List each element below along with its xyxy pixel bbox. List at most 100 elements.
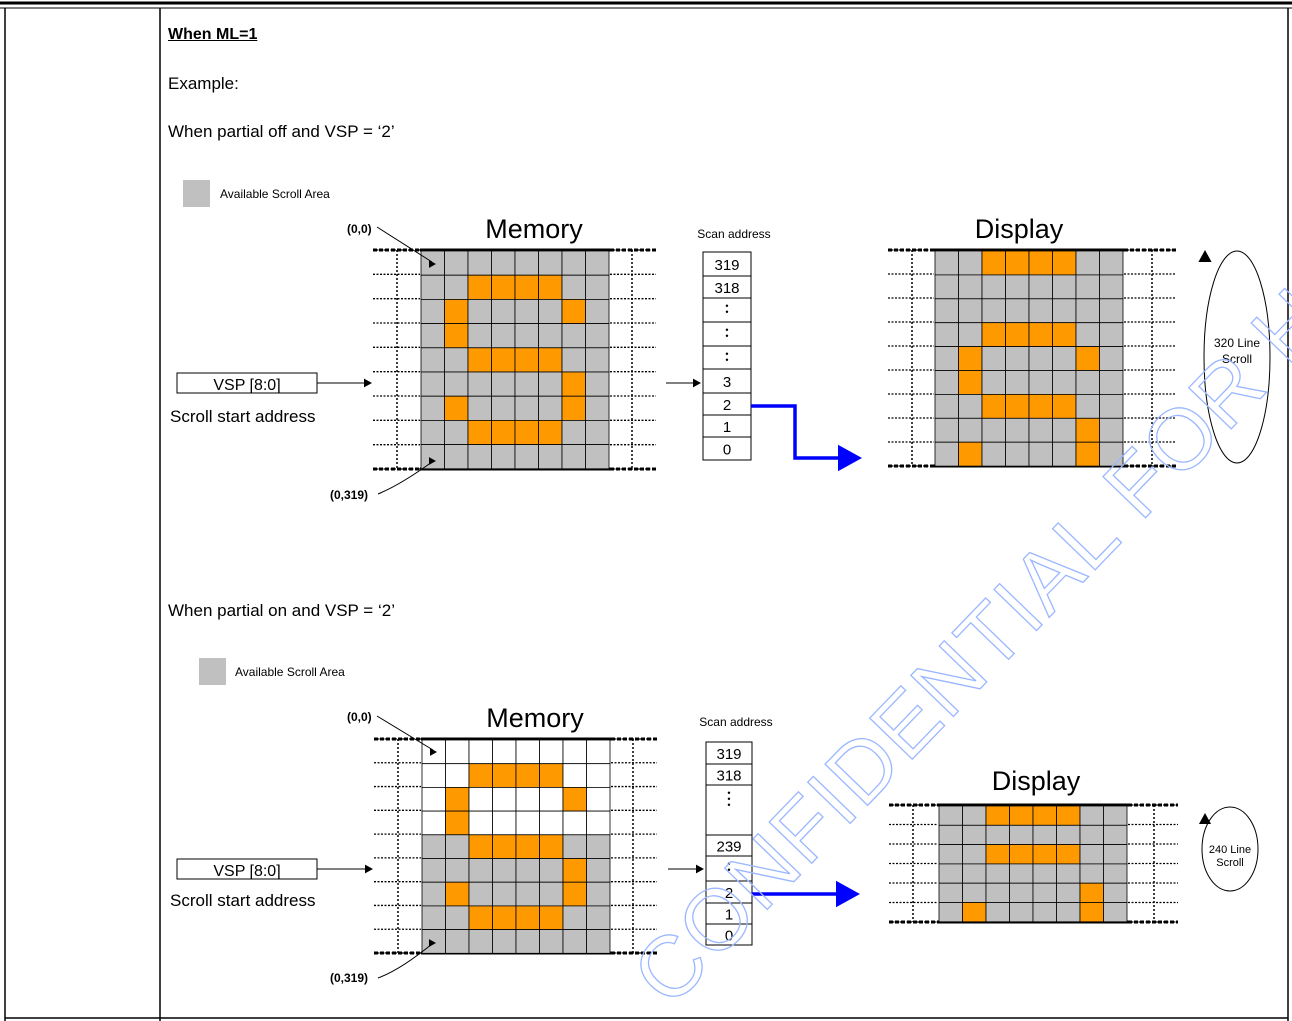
pixel-cell <box>562 739 587 765</box>
pixel-cell <box>467 250 492 276</box>
pixel-cell <box>562 763 587 788</box>
pixel-cell <box>934 322 959 348</box>
pixel-cell <box>1075 298 1100 324</box>
pixel-cell <box>585 419 610 445</box>
pixel-cell <box>586 810 611 836</box>
pointer-arrowhead <box>696 864 704 874</box>
pixel-cell <box>962 805 987 826</box>
case-partial-on-label: When partial on and VSP = ‘2’ <box>168 601 395 620</box>
scroll-loop-arrowhead <box>1198 250 1212 262</box>
legend-label: Available Scroll Area <box>220 187 330 201</box>
scroll-start-label: Scroll start address <box>170 891 316 910</box>
pixel-cell <box>1103 882 1128 903</box>
pixel-cell <box>985 882 1010 903</box>
pixel-cell <box>491 347 516 373</box>
pixel-cell <box>1075 417 1100 443</box>
pixel-cell <box>468 929 493 954</box>
pixel-cell <box>958 393 983 419</box>
pixel-cell <box>1075 274 1100 300</box>
pixel-cell <box>538 419 563 445</box>
pixel-cell <box>1009 844 1034 865</box>
pixel-cell <box>1032 863 1057 884</box>
pixel-cell <box>585 298 610 324</box>
pixel-cell <box>491 371 516 397</box>
pixel-cell <box>1103 902 1128 923</box>
legend-label: Available Scroll Area <box>235 665 345 679</box>
pixel-cell <box>934 250 959 276</box>
pixel-cell <box>958 274 983 300</box>
pixel-cell <box>1052 417 1077 443</box>
pixel-cell <box>538 444 563 470</box>
pixel-cell <box>985 863 1010 884</box>
pixel-cell <box>1056 882 1081 903</box>
pixel-cell <box>934 417 959 443</box>
pixel-cell <box>515 787 540 812</box>
coord-top: (0,0) <box>347 222 372 236</box>
pixel-cell <box>981 322 1006 348</box>
diagram-partial-on: Memory(0,0)(0,319)VSP [8:0]Scroll start … <box>170 703 1259 985</box>
pixel-cell <box>420 444 445 470</box>
pixel-cell <box>1005 370 1030 395</box>
scan-dot: • <box>725 301 728 311</box>
scan-dot: • <box>725 325 728 335</box>
memory-grid <box>421 739 611 954</box>
pixel-cell <box>1032 805 1057 826</box>
pixel-cell <box>467 347 492 373</box>
flow-arrowhead <box>838 444 862 472</box>
pixel-cell <box>491 250 516 276</box>
pixel-cell <box>1056 844 1081 865</box>
pixel-cell <box>1079 882 1104 903</box>
scan-cell <box>702 436 752 461</box>
scan-cell-label: 0 <box>723 442 731 459</box>
pixel-cell <box>468 834 493 859</box>
pixel-cell <box>444 444 469 470</box>
pixel-cell <box>1052 370 1077 395</box>
pixel-cell <box>468 905 493 931</box>
pixel-cell <box>468 739 493 765</box>
pixel-cell <box>981 393 1006 419</box>
pixel-cell <box>1009 882 1034 903</box>
pixel-cell <box>514 347 539 373</box>
pixel-cell <box>421 763 446 788</box>
pixel-cell <box>1005 298 1030 324</box>
pixel-cell <box>515 763 540 788</box>
pixel-cell <box>445 787 470 812</box>
pixel-cell <box>1103 824 1128 845</box>
pixel-cell <box>958 250 983 276</box>
pixel-cell <box>1052 298 1077 324</box>
pixel-cell <box>468 787 493 812</box>
pixel-cell <box>421 834 446 859</box>
pixel-cell <box>444 250 469 276</box>
pixel-cell <box>1052 441 1077 467</box>
pixel-cell <box>514 323 539 349</box>
pixel-cell <box>514 274 539 300</box>
pixel-cell <box>445 739 470 765</box>
pixel-cell <box>539 810 564 836</box>
pixel-cell <box>586 739 611 765</box>
pixel-cell <box>981 250 1006 276</box>
pixel-cell <box>421 787 446 812</box>
pixel-cell <box>1028 441 1053 467</box>
pixel-cell <box>561 298 586 324</box>
pixel-cell <box>538 250 563 276</box>
scan-dot: • <box>725 355 728 365</box>
pixel-cell <box>444 395 469 421</box>
pixel-cell <box>1099 298 1124 324</box>
case-partial-off-label: When partial off and VSP = ‘2’ <box>168 122 395 141</box>
pixel-cell <box>586 834 611 859</box>
pixel-cell <box>445 763 470 788</box>
pixel-cell <box>491 274 516 300</box>
legend-swatch <box>183 180 210 207</box>
pixel-cell <box>420 371 445 397</box>
pixel-cell <box>467 298 492 324</box>
pixel-cell <box>492 787 517 812</box>
pixel-cell <box>1056 902 1081 923</box>
scroll-note: 320 Line <box>1214 336 1260 350</box>
pixel-cell <box>962 902 987 923</box>
scan-dot: • <box>725 331 728 341</box>
pixel-cell <box>586 763 611 788</box>
pixel-cell <box>420 419 445 445</box>
scan-cell <box>702 321 752 347</box>
pixel-cell <box>445 929 470 954</box>
